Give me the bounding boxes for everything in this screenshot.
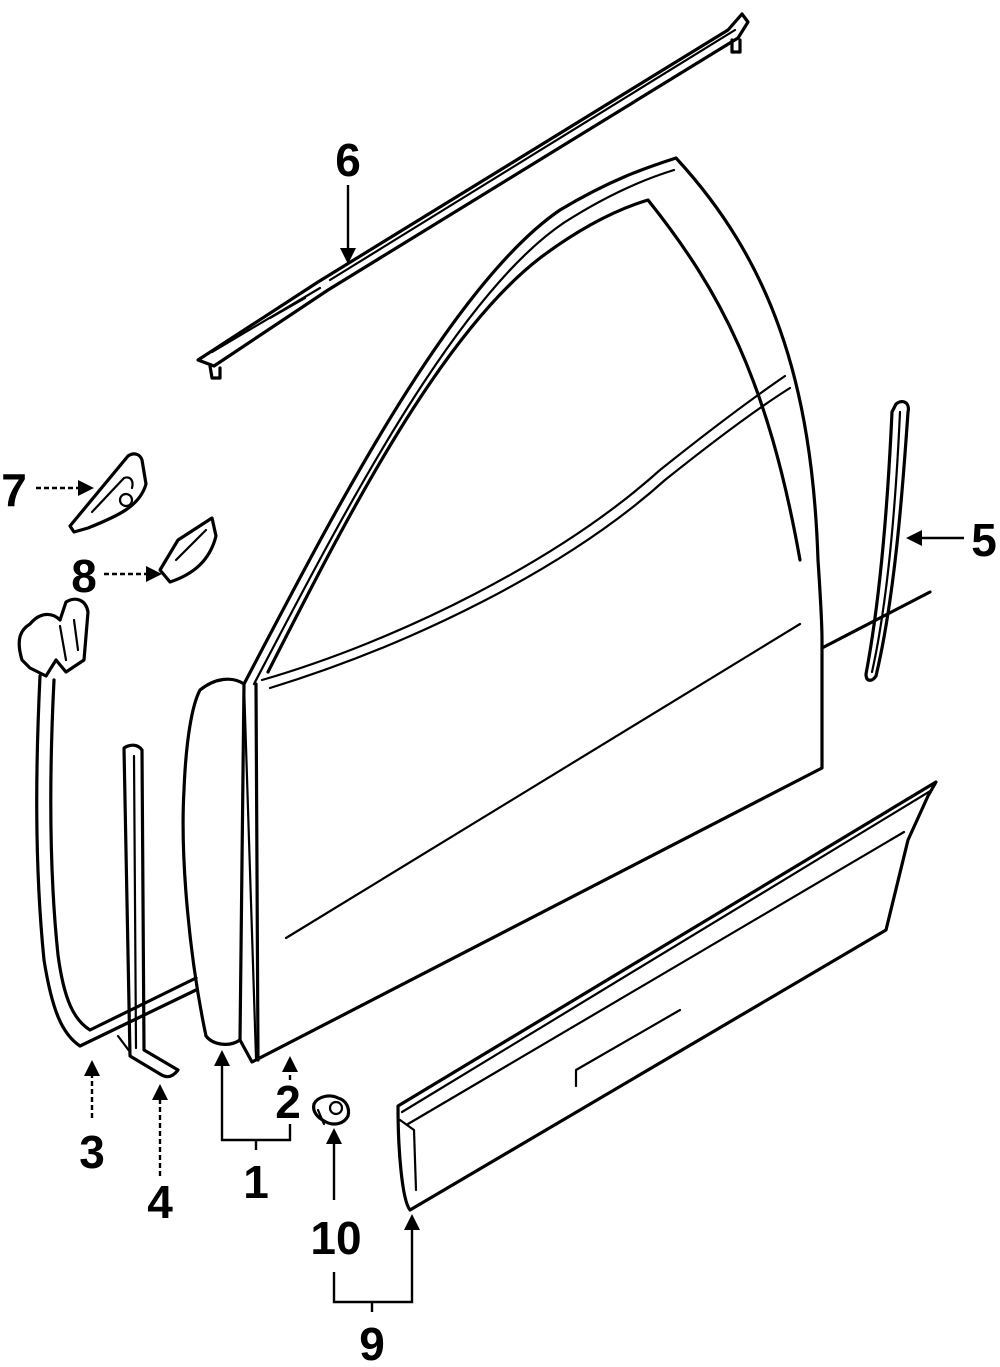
callout-leaders	[36, 185, 964, 1312]
callout-7: 7	[1, 464, 27, 516]
part-6-belt-weatherstrip	[196, 12, 750, 380]
callout-5: 5	[971, 514, 997, 566]
part-9-body-molding	[396, 780, 938, 1212]
callout-3: 3	[79, 1126, 105, 1178]
part-8-mirror-cover	[158, 516, 218, 584]
part-7-mirror-seal	[68, 452, 148, 534]
part-5-rear-weatherstrip	[864, 399, 910, 682]
part-10-clip	[312, 1094, 351, 1126]
part-3-front-weatherstrip	[17, 597, 198, 1048]
callout-8: 8	[71, 550, 97, 602]
callout-labels: 6 7 8 5 3 4 2 1 10 9	[1, 134, 997, 1367]
callout-4: 4	[147, 1176, 173, 1228]
callout-2: 2	[275, 1076, 301, 1128]
callout-9: 9	[359, 1318, 385, 1367]
callout-10: 10	[310, 1212, 361, 1264]
part-4-lower-seal	[116, 743, 180, 1079]
part-1-door-shell	[181, 156, 932, 1064]
callout-6: 6	[335, 134, 361, 186]
callout-1: 1	[243, 1156, 269, 1208]
